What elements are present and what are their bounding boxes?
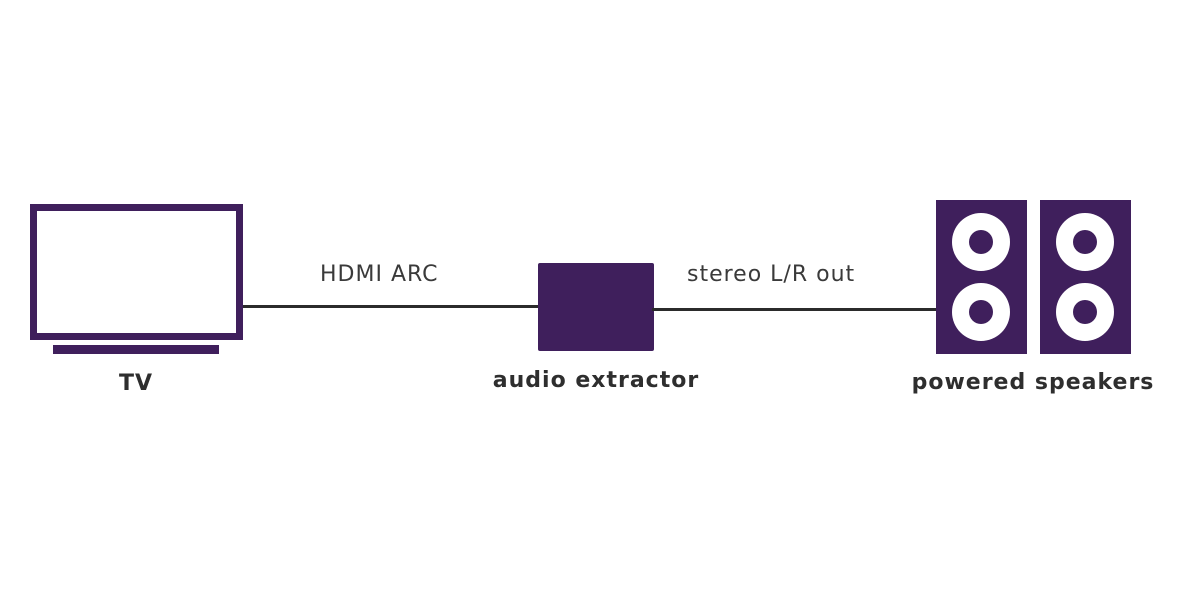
right-speaker-icon bbox=[1040, 200, 1131, 354]
audio-extractor-label: audio extractor bbox=[492, 368, 700, 393]
hdmi-arc-label: HDMI ARC bbox=[320, 262, 439, 287]
tv-icon bbox=[30, 204, 243, 340]
woofer-icon bbox=[1056, 283, 1114, 341]
left-speaker-icon bbox=[936, 200, 1027, 354]
tweeter-icon bbox=[952, 213, 1010, 271]
tv-stand bbox=[53, 345, 219, 354]
stereo-cable-line bbox=[652, 308, 938, 311]
woofer-icon bbox=[952, 283, 1010, 341]
tweeter-icon bbox=[1056, 213, 1114, 271]
hdmi-cable-line bbox=[243, 305, 539, 308]
stereo-out-label: stereo L/R out bbox=[687, 262, 856, 287]
audio-extractor-box bbox=[538, 263, 654, 351]
tv-label: TV bbox=[118, 371, 154, 396]
powered-speakers-label: powered speakers bbox=[911, 370, 1155, 395]
